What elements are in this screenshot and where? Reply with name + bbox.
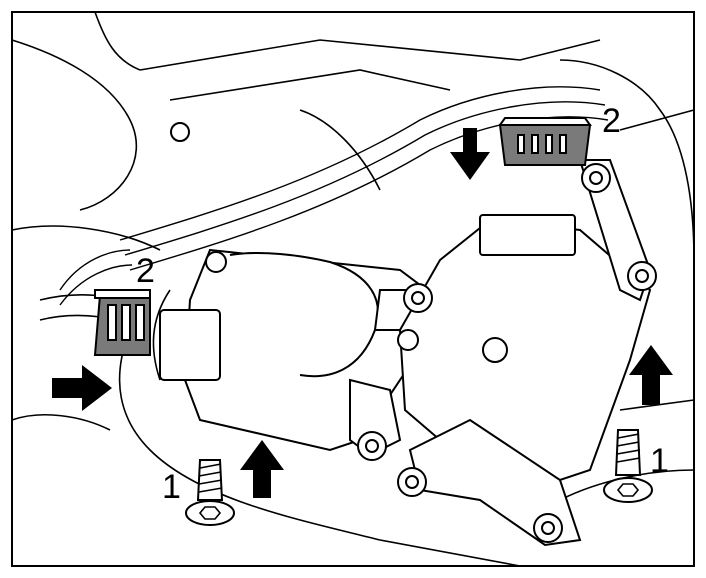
connector-icon — [498, 117, 592, 166]
callout-1-right: 1 — [650, 442, 669, 480]
right-actuator — [398, 214, 652, 482]
arrow-up-icon — [240, 440, 284, 498]
screw-icon — [603, 429, 653, 503]
bolt-center — [403, 283, 433, 313]
bolt-lower-left — [357, 431, 387, 461]
bolt-lower — [397, 467, 427, 497]
callout-2-top: 2 — [602, 102, 621, 140]
arrow-right-icon — [52, 365, 112, 411]
bolt-center-low — [397, 329, 419, 351]
bolt-bottom — [533, 513, 563, 543]
bolt-upper — [170, 122, 190, 142]
screw-icon — [185, 459, 235, 526]
connector-icon — [93, 289, 151, 356]
bolt-right — [627, 261, 657, 291]
arrow-down-icon — [450, 128, 490, 180]
bolt-top-right — [581, 163, 611, 193]
callout-1-left: 1 — [162, 468, 181, 506]
bolts — [170, 122, 657, 543]
bolt-left — [205, 251, 227, 273]
wiring-harness — [59, 86, 609, 306]
callout-2-left: 2 — [136, 252, 155, 290]
arrow-up-icon — [629, 345, 673, 405]
background-structure — [11, 11, 695, 567]
